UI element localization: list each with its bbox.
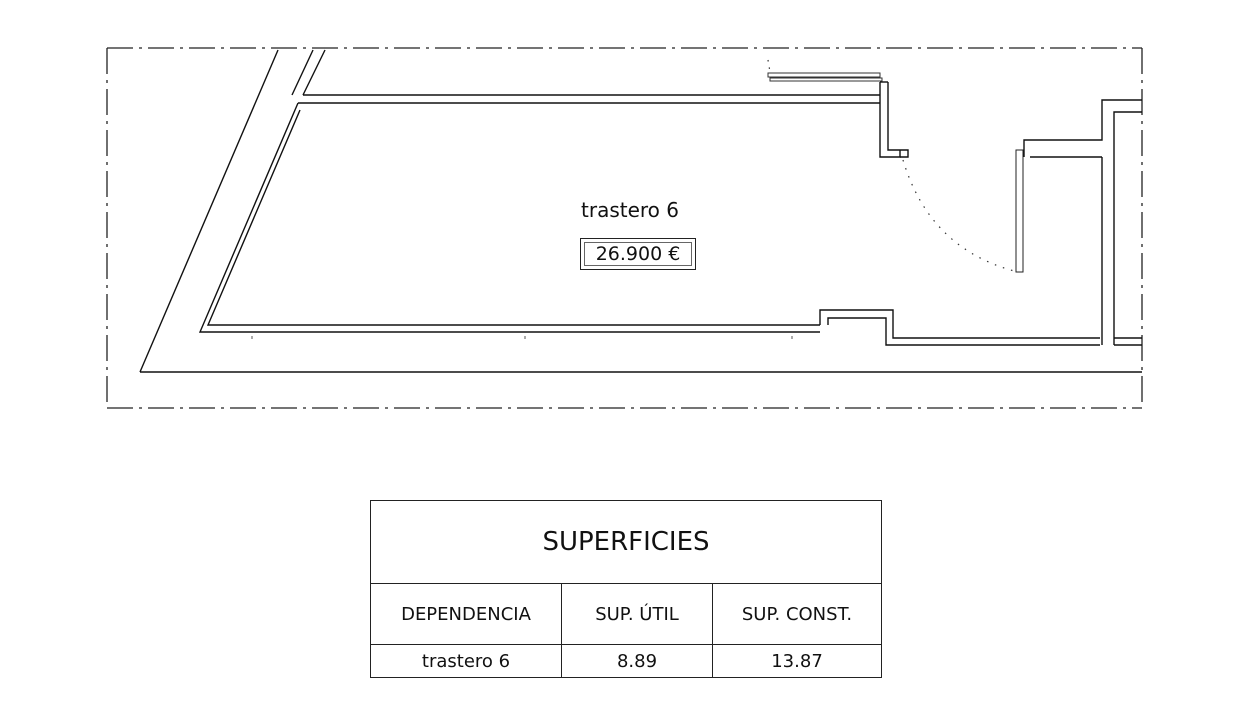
plan-boundary-frame <box>106 47 1143 409</box>
exterior-wall <box>139 49 1142 373</box>
storage-room-outline <box>198 81 1100 346</box>
header-sup-util: SUP. ÚTIL <box>561 583 713 645</box>
cell-sup-const: 13.87 <box>712 644 882 678</box>
floor-plan-drawing <box>106 47 1143 409</box>
door-leaf <box>1015 149 1024 273</box>
adjacent-walls <box>1023 99 1142 346</box>
cell-sup-util: 8.89 <box>561 644 713 678</box>
corridor-wall <box>291 49 880 104</box>
cell-dependencia: trastero 6 <box>370 644 562 678</box>
room-label: trastero 6 <box>581 198 679 222</box>
price-value: 26.900 € <box>584 242 692 266</box>
door-top-frame <box>767 72 883 82</box>
door-swing-arc-upper <box>767 59 771 73</box>
surfaces-table: SUPERFICIES DEPENDENCIA SUP. ÚTIL SUP. C… <box>370 500 882 678</box>
wall-ticks <box>251 336 793 339</box>
table-row: trastero 6 8.89 13.87 <box>370 644 882 678</box>
price-box: 26.900 € <box>580 238 696 270</box>
header-sup-const: SUP. CONST. <box>712 583 882 645</box>
door-swing-arc <box>902 159 1019 273</box>
table-title: SUPERFICIES <box>370 500 882 584</box>
header-dependencia: DEPENDENCIA <box>370 583 562 645</box>
